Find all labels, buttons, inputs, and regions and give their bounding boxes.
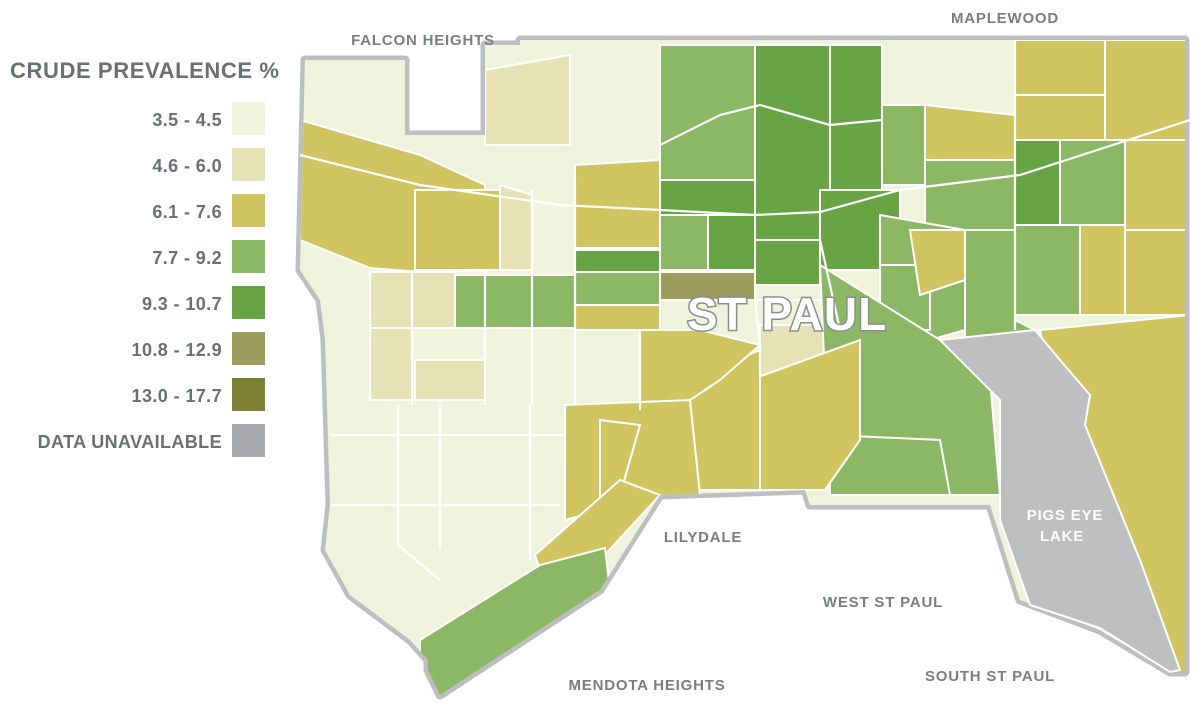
- region: [1079, 224, 1126, 316]
- legend-swatch: [232, 240, 265, 273]
- legend-item: 9.3 - 10.7: [10, 286, 270, 320]
- region: [574, 304, 661, 331]
- region: [1104, 40, 1185, 141]
- region: [1059, 139, 1126, 226]
- legend-label: 3.5 - 4.5: [152, 110, 222, 130]
- region: [754, 44, 831, 241]
- label-lake-line2: LAKE: [1040, 528, 1084, 545]
- region: [484, 53, 571, 146]
- legend-item: 6.1 - 7.6: [10, 194, 270, 228]
- legend-title: CRUDE PREVALENCE %: [10, 58, 280, 83]
- legend: CRUDE PREVALENCE % 3.5 - 4.5 4.6 - 6.0 6…: [10, 58, 280, 468]
- region: [414, 359, 486, 401]
- pigs-eye-lake: [937, 328, 1182, 674]
- legend-swatch: [232, 424, 265, 457]
- legend-label: 13.0 - 17.7: [131, 386, 222, 406]
- legend-label: 4.6 - 6.0: [152, 156, 222, 176]
- legend-item: 10.8 - 12.9: [10, 332, 270, 366]
- legend-swatch: [232, 286, 265, 319]
- legend-item: 3.5 - 4.5: [10, 102, 270, 136]
- legend-label: 10.8 - 12.9: [131, 340, 222, 360]
- region: [1014, 40, 1106, 96]
- label-lilydale: LILYDALE: [664, 529, 742, 546]
- region: [707, 214, 756, 271]
- label-falcon-heights: FALCON HEIGHTS: [351, 32, 495, 49]
- region: [659, 214, 709, 271]
- region: [659, 44, 756, 181]
- legend-swatch: [232, 194, 265, 227]
- legend-item: 7.7 - 9.2: [10, 240, 270, 274]
- label-maplewood: MAPLEWOOD: [951, 10, 1059, 27]
- region: [454, 274, 576, 329]
- legend-label: 7.7 - 9.2: [152, 248, 222, 268]
- region: [924, 159, 1016, 236]
- region: [1124, 139, 1185, 231]
- label-mendota-heights: MENDOTA HEIGHTS: [569, 677, 726, 694]
- region: [1014, 94, 1106, 141]
- region: [829, 44, 883, 191]
- label-south-st-paul: SOUTH ST PAUL: [925, 668, 1055, 685]
- legend-item: 13.0 - 17.7: [10, 378, 270, 412]
- region: [369, 327, 413, 401]
- region: [574, 271, 661, 306]
- road-lines: [299, 40, 1191, 581]
- region: [881, 104, 926, 186]
- legend-swatch: [232, 102, 265, 135]
- legend-swatch: [232, 332, 265, 365]
- region: [908, 229, 966, 297]
- legend-item: DATA UNAVAILABLE: [10, 424, 270, 458]
- map-title-st-paul: ST PAUL: [687, 288, 887, 340]
- legend-swatch: [232, 378, 265, 411]
- region: [1124, 229, 1185, 316]
- label-lake-line1: PIGS EYE: [1027, 507, 1103, 524]
- legend-item: 4.6 - 6.0: [10, 148, 270, 182]
- legend-label: DATA UNAVAILABLE: [37, 432, 222, 452]
- legend-swatch: [232, 148, 265, 181]
- region: [574, 158, 661, 249]
- region: [574, 249, 661, 273]
- region: [1014, 224, 1081, 316]
- region: [754, 239, 821, 286]
- region: [964, 229, 1039, 342]
- label-west-st-paul: WEST ST PAUL: [823, 594, 943, 611]
- legend-label: 9.3 - 10.7: [141, 294, 222, 314]
- region: [924, 103, 1016, 161]
- legend-label: 6.1 - 7.6: [152, 202, 222, 222]
